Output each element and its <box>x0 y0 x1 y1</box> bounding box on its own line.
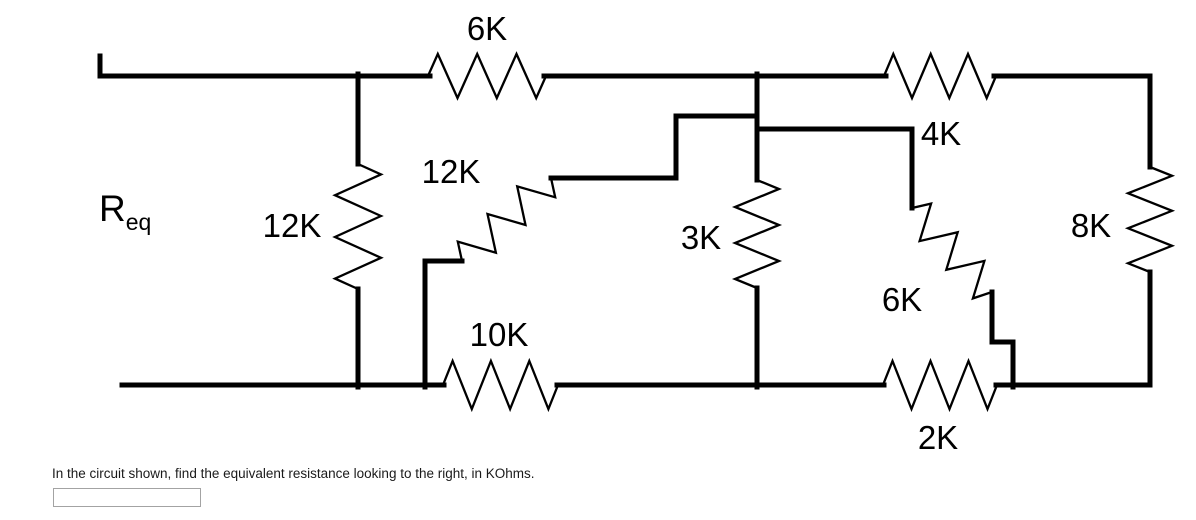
wire-diag6k-to-bottom <box>989 289 1016 390</box>
wire-diag12k-to-bottom <box>422 258 465 390</box>
resistor-10k <box>441 357 560 413</box>
resistor-label-2k: 2K <box>918 419 958 456</box>
circuit-resistors <box>332 51 1176 413</box>
req-label: Req <box>99 188 151 235</box>
req-label-base: R <box>99 188 126 229</box>
resistor-8k <box>1124 165 1176 274</box>
wire-diag12k-to-node <box>548 113 760 181</box>
resistor-label-10k: 10K <box>470 316 529 353</box>
resistor-label-8k: 8K <box>1071 207 1111 244</box>
wire-top-right <box>991 73 1153 170</box>
resistor-12k-left <box>332 162 384 291</box>
circuit-labels: 6K 12K 12K 3K 4K 6K 8K 10K 2K Req <box>99 10 1111 456</box>
resistor-12k-diagonal <box>456 177 557 262</box>
resistor-label-4k-top: 4K <box>921 115 961 152</box>
resistor-6k-top <box>426 51 548 101</box>
wire-bottom-right <box>993 269 1153 388</box>
resistor-2k <box>881 357 999 413</box>
resistor-6k-diagonal <box>911 202 993 301</box>
circuit-diagram: 6K 12K 12K 3K 4K 6K 8K 10K 2K Req <box>97 10 1176 456</box>
resistor-3k <box>731 178 783 290</box>
resistor-label-6k-top: 6K <box>467 10 507 47</box>
resistor-label-3k: 3K <box>681 219 721 256</box>
circuit-wires <box>97 53 1153 390</box>
req-label-subscript: eq <box>126 209 152 235</box>
resistor-label-6k-diagonal: 6K <box>882 281 922 318</box>
resistor-4k-top <box>882 51 998 101</box>
answer-input[interactable] <box>53 488 201 507</box>
wire-node-to-diag6k <box>754 126 915 211</box>
resistor-label-12k-left: 12K <box>263 207 322 244</box>
wire-top-left <box>97 53 433 79</box>
resistor-label-12k-diagonal: 12K <box>422 153 481 190</box>
question-text: In the circuit shown, find the equivalen… <box>52 466 535 481</box>
